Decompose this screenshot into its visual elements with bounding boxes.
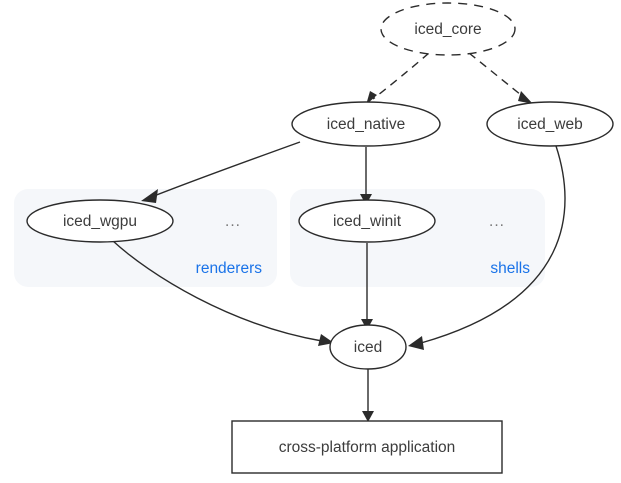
node-iced_native-shape[interactable] xyxy=(291,101,441,147)
node-iced_core-label: iced_core xyxy=(414,21,481,38)
node-iced_web[interactable]: iced_web xyxy=(486,101,614,147)
node-iced_winit-shape[interactable] xyxy=(298,199,436,243)
node-cross-platform-application[interactable]: cross-platform application xyxy=(231,420,503,474)
node-iced_native[interactable]: iced_native xyxy=(291,101,441,147)
cluster-shells-label: shells xyxy=(490,260,530,277)
node-app-shape[interactable] xyxy=(231,420,503,474)
edge-iced_web-to-iced xyxy=(408,145,566,350)
node-iced[interactable]: iced xyxy=(329,324,407,370)
node-iced_winit[interactable]: iced_winit xyxy=(298,199,436,243)
edge-iced-to-app xyxy=(362,369,374,422)
node-iced_core-shape[interactable] xyxy=(380,2,516,56)
node-app-label: cross-platform application xyxy=(279,439,456,456)
cluster-renderers-label: renderers xyxy=(196,260,263,277)
node-iced_winit-label: iced_winit xyxy=(333,213,402,230)
node-iced_wgpu-label: iced_wgpu xyxy=(63,213,137,230)
cluster-shells-ellipsis: ... xyxy=(489,213,505,230)
edge-iced_core-to-iced_native xyxy=(366,52,430,105)
edge-iced_native-to-iced_wgpu xyxy=(141,141,301,203)
edge-iced_core-to-iced_web xyxy=(468,52,533,104)
node-iced_wgpu-shape[interactable] xyxy=(26,199,174,243)
node-iced-shape[interactable] xyxy=(329,324,407,370)
node-iced-label: iced xyxy=(354,339,382,356)
node-iced_native-label: iced_native xyxy=(327,116,405,133)
node-iced_wgpu[interactable]: iced_wgpu xyxy=(26,199,174,243)
node-iced_web-label: iced_web xyxy=(517,116,583,133)
edge-iced_native-to-iced_winit xyxy=(360,147,372,205)
node-iced_web-shape[interactable] xyxy=(486,101,614,147)
node-iced_core[interactable]: iced_core xyxy=(380,2,516,56)
cluster-renderers-ellipsis: ... xyxy=(225,213,241,230)
